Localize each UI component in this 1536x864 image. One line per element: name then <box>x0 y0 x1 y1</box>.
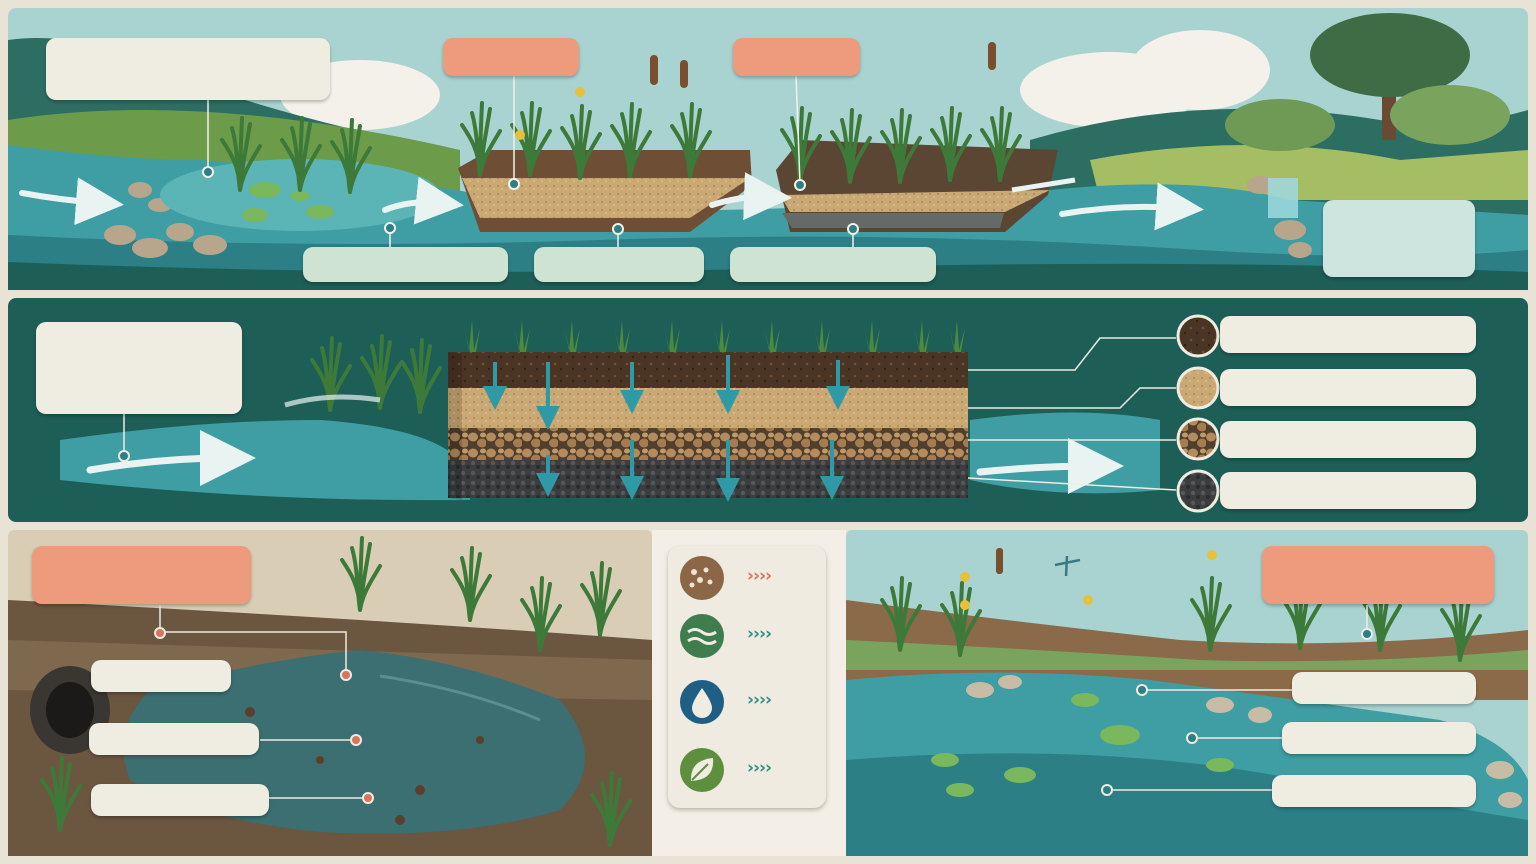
restored-label-3 <box>1272 775 1476 807</box>
layer-label-topsoil <box>1220 316 1476 353</box>
layer-label-sand <box>1220 369 1476 406</box>
top-stage1-title <box>443 38 579 76</box>
legend-arrow-leaf: ›››› <box>747 758 772 778</box>
legend-card: ›››› ›››› ›››› ›››› <box>668 546 826 808</box>
legend-arrow-water: ›››› <box>747 690 772 710</box>
water-drop-icon <box>680 680 724 724</box>
legend-icons <box>680 556 724 792</box>
polluted-title <box>32 546 251 604</box>
sand-swatch-icon <box>1176 366 1220 410</box>
layer-label-charcoal <box>1220 472 1476 509</box>
restored-label-1 <box>1292 672 1476 704</box>
top-pond-label <box>303 247 508 282</box>
layer-label-gravel <box>1220 421 1476 458</box>
restored-label-2 <box>1282 722 1476 754</box>
water-flow-icon <box>680 614 724 658</box>
layer-swatches <box>1176 314 1220 513</box>
top-stage2-label <box>730 247 936 282</box>
top-outflow-callout <box>1323 200 1475 277</box>
top-stage1-label <box>534 247 704 282</box>
restored-title <box>1262 546 1494 604</box>
polluted-label-2 <box>89 723 259 755</box>
top-stage2-title <box>733 38 860 76</box>
middle-inflow-callout <box>36 322 242 414</box>
polluted-label-1 <box>91 660 231 692</box>
legend-arrow-sediment: ›››› <box>747 566 772 586</box>
charcoal-swatch-icon <box>1176 469 1220 513</box>
bottom-right-panel <box>846 530 1528 856</box>
gravel-swatch-icon <box>1176 417 1220 461</box>
leaf-icon <box>680 748 724 792</box>
top-inflow-callout <box>46 38 330 100</box>
legend-arrow-flow: ›››› <box>747 624 772 644</box>
topsoil-swatch-icon <box>1176 314 1220 358</box>
polluted-label-3 <box>91 784 269 816</box>
middle-panel <box>8 298 1528 522</box>
sediment-icon <box>680 556 724 600</box>
